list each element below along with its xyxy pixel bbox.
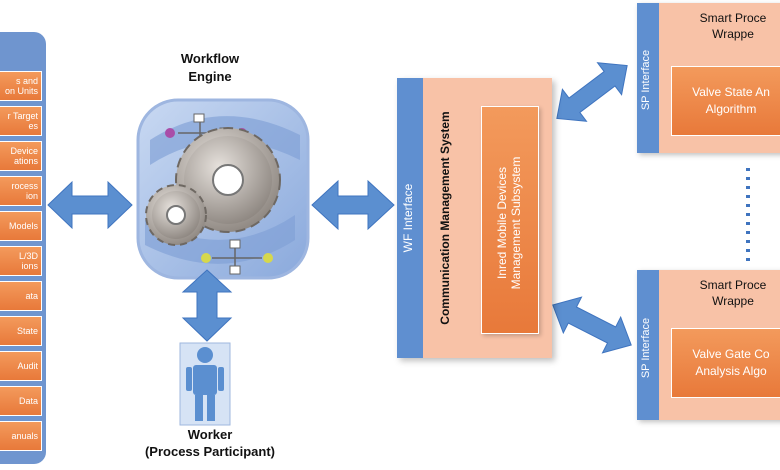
small-gear-icon [145,184,207,246]
worker-label-line1: Worker [187,427,233,442]
repository-item: r Target es [0,106,42,136]
repository-item: Device ations [0,141,42,171]
wrapper-1-title: Smart Proce Wrappe [699,11,767,41]
worker-person-icon [179,342,231,426]
engine-worker-arrow [181,269,233,342]
engine-title-line2: Engine [188,69,232,84]
repository-item: Models [0,211,42,241]
repository-item: Data [0,386,42,416]
wrapper-2-title: Smart Proce Wrappe [699,278,767,308]
repository-item: State [0,316,42,346]
sp-interface-label-2: SP Interface [640,317,652,379]
engine-title: Workflow Engine [165,50,255,86]
workflow-glyph-bottom [201,239,273,275]
wf-interface-label: WF Interface [401,183,415,253]
repository-item: ata [0,281,42,311]
repository-item: L/3D ions [0,246,42,276]
sp-interface-label-1: SP Interface [640,49,652,111]
worker-label-line2: (Process Participant) [144,444,276,459]
wrapper-2-algorithm: Valve Gate Co Analysis Algo [671,328,780,398]
mobile-devices-subsystem-label: Inred Mobile Devices Management Subsyste… [495,156,523,290]
engine-title-line1: Workflow [180,51,240,66]
wrapper-1-algorithm: Valve State An Algorithm [671,66,780,136]
engine-cms-arrow [311,179,395,231]
worker-label: Worker (Process Participant) [120,426,300,460]
repository-item: anuals [0,421,42,451]
repository-item: s and on Units [0,71,42,101]
cms-wrapper-top-arrow [556,62,628,122]
sp-interface-strip-1 [637,3,659,153]
repository-item: rocess ion [0,176,42,206]
cms-title: Communication Management System [438,111,452,325]
cms-wrapper-bottom-arrow [552,296,632,354]
repo-engine-arrow [47,180,133,230]
wf-interface-strip [397,78,423,358]
sp-interface-strip-2 [637,270,659,420]
mobile-devices-subsystem [481,106,539,334]
workflow-engine-graphic [136,98,310,280]
repository-item: Audit [0,351,42,381]
